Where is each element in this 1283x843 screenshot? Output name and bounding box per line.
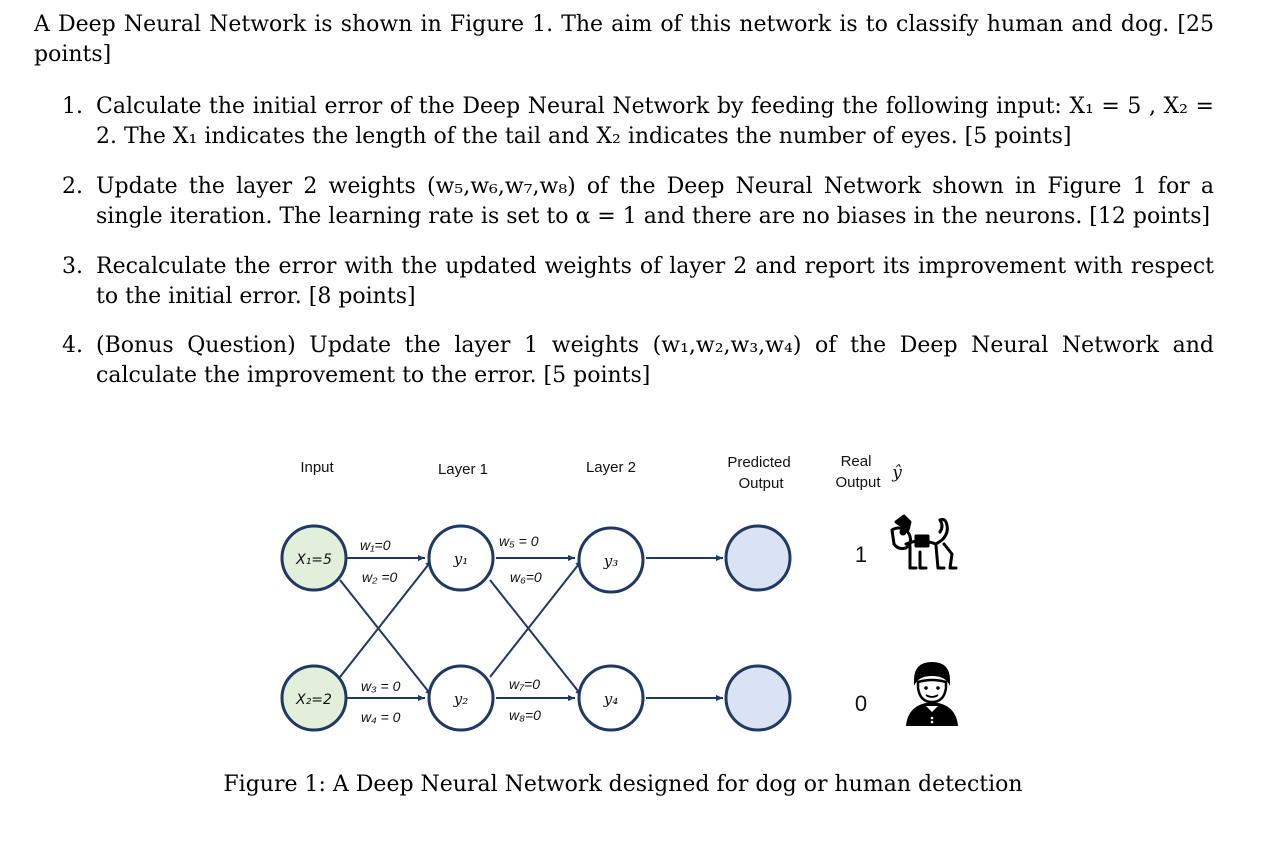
question-2: 2. Update the layer 2 weights (w₅,w₆,w₇,… — [62, 172, 1214, 232]
question-4-number: 4. — [62, 333, 83, 358]
figure-caption: Figure 1: A Deep Neural Network designed… — [223, 772, 1023, 797]
question-3-text: Recalculate the error with the updated w… — [96, 254, 1214, 309]
question-2-number: 2. — [62, 174, 83, 199]
weight-w7: w₇=0 — [509, 676, 540, 692]
node-y1 — [427, 524, 495, 592]
question-4: 4. (Bonus Question) Update the layer 1 w… — [62, 331, 1214, 391]
node-y4 — [577, 664, 645, 732]
node-y4-label: y₄ — [603, 690, 619, 708]
question-3: 3. Recalculate the error with the update… — [62, 252, 1214, 312]
dog-icon — [890, 514, 958, 570]
node-x2-label: X₂=2 — [295, 692, 332, 708]
node-y2-label: y₂ — [453, 690, 469, 708]
question-1-number: 1. — [62, 94, 83, 119]
weight-w6: w₆=0 — [510, 569, 542, 585]
weight-w2: w₂ =0 — [362, 569, 398, 585]
header-layer2: Layer 2 — [586, 459, 636, 476]
node-x2 — [280, 664, 348, 732]
node-y2 — [427, 664, 495, 732]
node-predicted-2 — [724, 664, 792, 732]
node-x1-label: X₁=5 — [295, 552, 332, 568]
header-yhat: ŷ — [891, 463, 902, 483]
human-icon — [906, 662, 958, 726]
weight-w4: w₄ = 0 — [361, 709, 401, 725]
weight-w5: w₅ = 0 — [499, 533, 539, 549]
weight-w8: w₈=0 — [509, 707, 541, 723]
node-y1-label: y₁ — [453, 550, 469, 568]
edge-y2-y3 — [489, 559, 583, 678]
header-layer1: Layer 1 — [438, 461, 488, 478]
weight-w1: w₁=0 — [360, 537, 391, 553]
question-3-number: 3. — [62, 254, 83, 279]
header-predicted-line1: Predicted — [727, 454, 790, 471]
weight-w3: w₃ = 0 — [361, 678, 401, 694]
intro-paragraph: A Deep Neural Network is shown in Figure… — [34, 12, 1214, 67]
node-y3 — [577, 526, 645, 594]
header-predicted-line2: Output — [738, 475, 784, 492]
node-predicted-1 — [724, 524, 792, 592]
edge-y1-y4 — [489, 579, 583, 697]
node-y3-label: y₃ — [603, 552, 619, 570]
question-4-text: (Bonus Question) Update the layer 1 weig… — [96, 333, 1214, 388]
edge-x1-y2 — [339, 579, 433, 697]
question-2-text: Update the layer 2 weights (w₅,w₆,w₇,w₈)… — [96, 174, 1214, 229]
real-output-0: 0 — [855, 691, 867, 716]
question-1: 1. Calculate the initial error of the De… — [62, 92, 1214, 152]
real-output-1: 1 — [855, 542, 867, 567]
header-real-line1: Real — [841, 453, 872, 470]
edge-x2-y1 — [339, 559, 433, 678]
header-real-line2: Output — [835, 474, 881, 491]
node-x1 — [280, 524, 348, 592]
question-1-text: Calculate the initial error of the Deep … — [96, 94, 1214, 149]
header-input: Input — [300, 459, 334, 476]
